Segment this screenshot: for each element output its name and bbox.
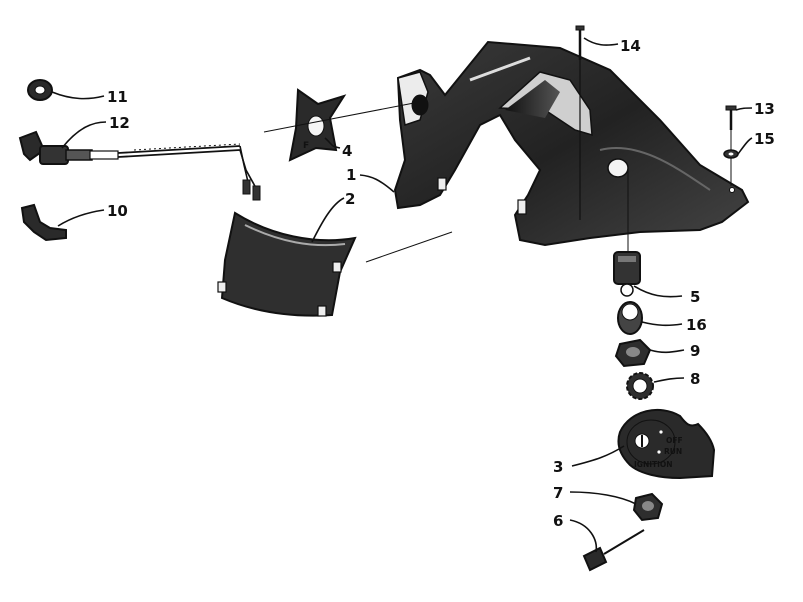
callout-16: 16 [686,316,707,334]
leader-lines [51,37,753,553]
leader-6 [569,519,598,553]
leader-10 [57,209,105,227]
callout-7: 7 [553,484,563,502]
leader-12 [61,121,107,149]
callout-6: 6 [553,512,563,530]
callout-15: 15 [754,130,775,148]
lock-washer-part-8 [626,372,654,400]
leader-1 [359,174,395,193]
decal-mark: F [303,141,309,151]
washer-part-15 [723,149,739,159]
callout-5: 5 [690,288,700,306]
leader-14 [583,37,619,46]
leader-15 [737,137,753,155]
reference-line [365,231,453,263]
leader-13 [735,107,753,111]
leader-5 [633,285,683,298]
callout-14: 14 [620,37,641,55]
callout-8: 8 [690,370,700,388]
leader-2 [311,197,345,243]
leader-16 [641,321,683,327]
key-part-6 [582,529,645,572]
leader-7 [569,491,637,505]
lever-part-10 [20,203,67,242]
decal-ignition: IGNITION [634,460,673,469]
switch-harness-part-12 [18,130,261,201]
hex-nut-part-9 [614,338,652,368]
leader-9 [649,349,685,354]
leader-3 [571,445,625,467]
bezel-nut-part-7 [632,492,664,522]
leader-11 [51,91,105,100]
grommet-part-11 [27,79,53,101]
screw-part-14 [575,25,585,220]
callout-10: 10 [107,202,128,220]
bushing-part-16 [617,301,643,335]
leader-8 [653,377,685,383]
callout-1: 1 [346,166,356,184]
callout-4: 4 [342,142,352,160]
ignition-switch-part-5 [613,251,641,297]
screw-part-13 [725,105,737,186]
callout-9: 9 [690,342,700,360]
decal-off: OFF [666,436,683,445]
callout-3: 3 [553,458,563,476]
callout-11: 11 [107,88,128,106]
ignition-bezel-part-3: OFF RUN IGNITION [617,408,716,480]
leader-4 [324,137,341,149]
callout-labels: 11 12 10 4 1 2 14 13 15 5 16 9 8 3 7 6 [107,37,775,530]
alignment-line-4 [263,102,415,133]
console-shell-part-1 [393,40,750,247]
callout-2: 2 [345,190,355,208]
callout-12: 12 [109,114,130,132]
decal-run: RUN [664,447,682,456]
callout-13: 13 [754,100,775,118]
lower-panel-part-2 [217,211,357,317]
